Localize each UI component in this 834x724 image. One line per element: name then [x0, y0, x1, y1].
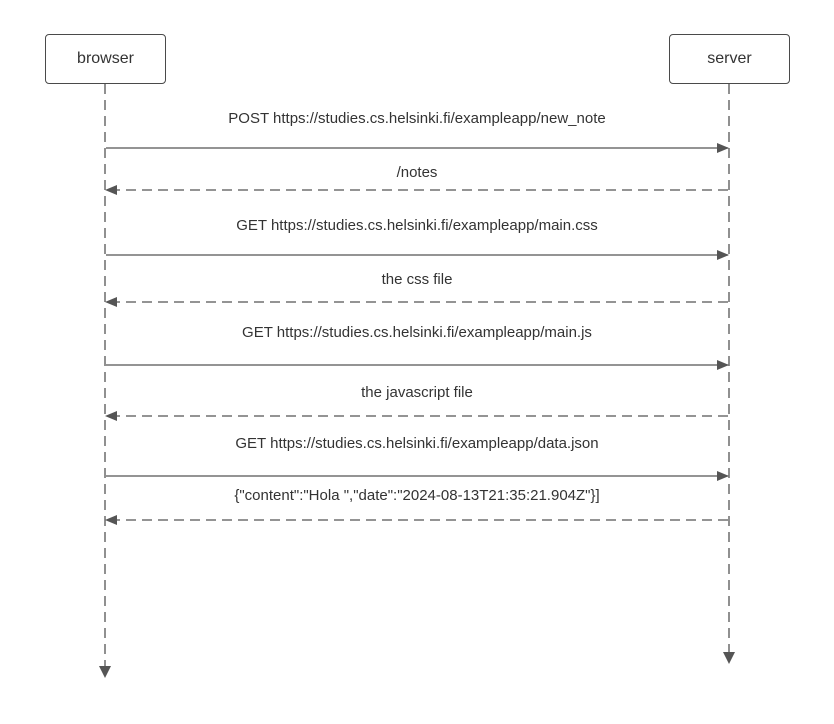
actor-server: server	[669, 34, 790, 84]
message-label-5: GET https://studies.cs.helsinki.fi/examp…	[242, 324, 592, 341]
message-label-3: GET https://studies.cs.helsinki.fi/examp…	[236, 217, 598, 234]
message-label-6: the javascript file	[361, 384, 473, 401]
actor-server-label: server	[707, 50, 752, 67]
actor-browser-label: browser	[77, 50, 134, 67]
message-label-4: the css file	[381, 271, 453, 288]
message-label-1: POST https://studies.cs.helsinki.fi/exam…	[228, 110, 606, 127]
message-label-7: GET https://studies.cs.helsinki.fi/examp…	[235, 435, 599, 452]
actor-browser: browser	[45, 34, 166, 84]
lifeline-browser-arrow-icon	[99, 666, 111, 678]
lifeline-server-arrow-icon	[723, 652, 735, 664]
message-label-8: {"content":"Hola ","date":"2024-08-13T21…	[234, 487, 600, 504]
message-label-2: /notes	[396, 164, 438, 181]
